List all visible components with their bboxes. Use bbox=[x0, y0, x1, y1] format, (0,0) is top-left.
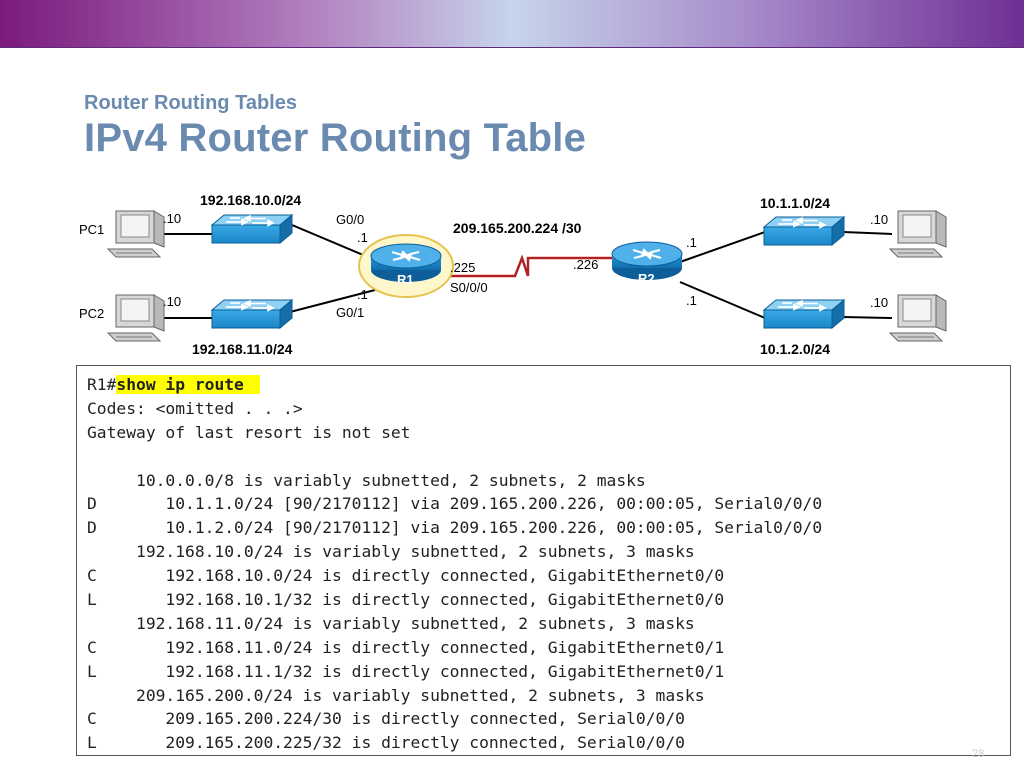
cli-line: Codes: <omitted . . .> bbox=[87, 398, 303, 418]
pc-icon bbox=[107, 294, 165, 342]
cli-line: D 10.1.2.0/24 [90/2170112] via 209.165.2… bbox=[87, 518, 823, 538]
r1-g01-label: G0/1 bbox=[336, 305, 364, 320]
cli-line bbox=[87, 445, 1000, 469]
r1-g00-label: G0/0 bbox=[336, 212, 364, 227]
cli-line: C 209.165.200.224/30 is directly connect… bbox=[87, 709, 685, 729]
lan2-label: 192.168.11.0/24 bbox=[192, 341, 293, 357]
cli-line: 192.168.11.0/24 is variably subnetted, 2… bbox=[87, 613, 695, 633]
r1-label: R1 bbox=[397, 272, 414, 287]
cli-line: D 10.1.1.0/24 [90/2170112] via 209.165.2… bbox=[87, 494, 823, 514]
pc-icon bbox=[889, 294, 947, 342]
switch-icon bbox=[211, 299, 293, 329]
cli-line: L 209.165.200.225/32 is directly connect… bbox=[87, 733, 685, 753]
r2-pc-top-host: .10 bbox=[870, 212, 888, 227]
r2-lan2-label: 10.1.2.0/24 bbox=[760, 341, 830, 357]
r2-label: R2 bbox=[638, 271, 655, 286]
pc1-label: PC1 bbox=[79, 222, 104, 237]
switch-icon bbox=[211, 214, 293, 244]
cli-line: L 192.168.11.1/32 is directly connected,… bbox=[87, 661, 725, 681]
r1-g00-ip: .1 bbox=[357, 230, 368, 245]
pc1-host: .10 bbox=[163, 211, 181, 226]
cli-output-box: R1#show ip route Codes: <omitted . . .> … bbox=[76, 365, 1011, 756]
r2-pc-bottom-host: .10 bbox=[870, 295, 888, 310]
cli-command-line: R1#show ip route bbox=[87, 373, 1000, 397]
cli-line: Gateway of last resort is not set bbox=[87, 422, 411, 442]
header-banner bbox=[0, 0, 1024, 48]
r2-lan1-label: 10.1.1.0/24 bbox=[760, 195, 830, 211]
pc2-host: .10 bbox=[163, 294, 181, 309]
network-topology: PC1 PC2 .10 .10 192.168.10.0/24 192.168.… bbox=[79, 192, 947, 357]
switch-icon bbox=[763, 216, 845, 246]
cli-command: show ip route bbox=[116, 375, 260, 394]
r1-g01-ip: .1 bbox=[357, 287, 368, 302]
links bbox=[163, 224, 893, 319]
cli-line: 209.165.200.0/24 is variably subnetted, … bbox=[87, 685, 705, 705]
cli-line: C 192.168.10.0/24 is directly connected,… bbox=[87, 566, 725, 586]
cli-line: C 192.168.11.0/24 is directly connected,… bbox=[87, 637, 725, 657]
r1-s000-label: S0/0/0 bbox=[450, 280, 488, 295]
r1-s000-ip: .225 bbox=[450, 260, 475, 275]
r2-bottom-ip: .1 bbox=[686, 293, 697, 308]
cli-prompt: R1# bbox=[87, 375, 117, 394]
pc-icon bbox=[889, 210, 947, 258]
wan-label: 209.165.200.224 /30 bbox=[453, 220, 582, 236]
page-number: 28 bbox=[972, 748, 985, 760]
cli-line: 192.168.10.0/24 is variably subnetted, 2… bbox=[87, 542, 695, 562]
lan1-label: 192.168.10.0/24 bbox=[200, 192, 301, 208]
serial-link bbox=[443, 254, 612, 278]
slide-subtitle: Router Routing Tables bbox=[84, 92, 297, 114]
pc2-label: PC2 bbox=[79, 306, 104, 321]
r2-s000-ip: .226 bbox=[573, 257, 598, 272]
slide-title: IPv4 Router Routing Table bbox=[84, 116, 587, 160]
pc-icon bbox=[107, 210, 165, 258]
cli-line: 10.0.0.0/8 is variably subnetted, 2 subn… bbox=[87, 470, 646, 490]
switch-icon bbox=[763, 299, 845, 329]
cli-line: L 192.168.10.1/32 is directly connected,… bbox=[87, 590, 725, 610]
r2-top-ip: .1 bbox=[686, 235, 697, 250]
